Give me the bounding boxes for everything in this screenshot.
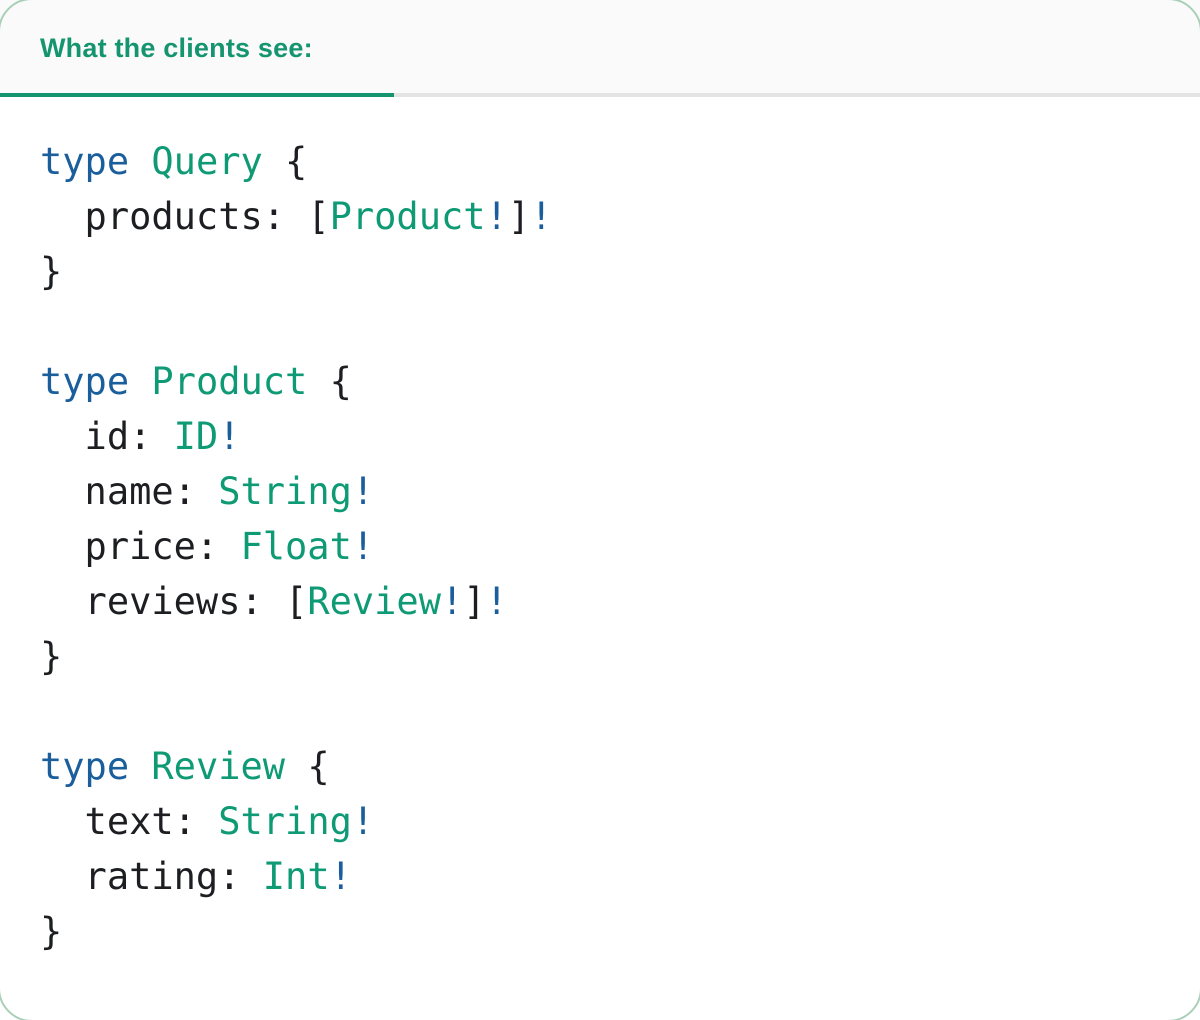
token-type: Float: [240, 525, 352, 568]
tab-bar-filler: [394, 0, 1200, 93]
token-bang: !: [329, 855, 352, 898]
code-line: [40, 299, 1160, 354]
token-plain: {: [307, 360, 352, 403]
tab-what-clients-see[interactable]: What the clients see:: [0, 0, 394, 97]
token-plain: products: [: [40, 195, 330, 238]
token-plain: }: [40, 250, 63, 293]
token-plain: id:: [40, 415, 174, 458]
schema-code: type Query { products: [Product!]!} type…: [40, 134, 1160, 959]
token-bang: !: [351, 800, 375, 843]
code-line: reviews: [Review!]!: [40, 574, 1160, 629]
token-keyword: type: [40, 140, 130, 183]
code-line: type Product {: [40, 354, 1160, 409]
code-line: id: ID!: [40, 409, 1160, 464]
token-type: ID: [173, 415, 219, 458]
token-type: Product: [151, 360, 308, 403]
token-type: String: [218, 800, 352, 843]
token-plain: ]: [507, 195, 531, 238]
token-plain: }: [40, 635, 63, 678]
token-plain: ]: [463, 580, 486, 623]
token-type: String: [218, 470, 352, 513]
code-line: type Review {: [40, 739, 1160, 794]
code-line: }: [40, 629, 1160, 684]
token-type: Review: [307, 580, 441, 623]
token-bang: !: [530, 195, 553, 238]
token-plain: rating:: [40, 855, 263, 898]
schema-code-block: type Query { products: [Product!]!} type…: [0, 97, 1200, 959]
token-bang: !: [485, 580, 508, 623]
token-plain: price:: [40, 525, 241, 568]
token-bang: !: [218, 415, 241, 458]
code-line: type Query {: [40, 134, 1160, 189]
code-line: }: [40, 244, 1160, 299]
token-type: Product: [329, 195, 486, 238]
token-bang: !: [485, 195, 508, 238]
token-plain: [129, 140, 151, 183]
token-keyword: type: [40, 360, 130, 403]
code-line: rating: Int!: [40, 849, 1160, 904]
token-keyword: type: [40, 745, 130, 788]
token-bang: !: [351, 525, 375, 568]
token-bang: !: [351, 470, 375, 513]
code-line: products: [Product!]!: [40, 189, 1160, 244]
token-type: Query: [151, 140, 263, 183]
code-line: text: String!: [40, 794, 1160, 849]
token-plain: reviews: [: [40, 580, 308, 623]
code-line: name: String!: [40, 464, 1160, 519]
token-plain: name:: [40, 470, 219, 513]
token-plain: }: [40, 910, 63, 953]
token-plain: {: [285, 745, 330, 788]
token-type: Int: [262, 855, 330, 898]
token-plain: text:: [40, 800, 219, 843]
token-plain: {: [262, 140, 308, 183]
tab-bar: What the clients see:: [0, 0, 1200, 97]
token-plain: [129, 360, 151, 403]
token-plain: [129, 745, 151, 788]
token-type: Review: [151, 745, 286, 788]
token-bang: !: [440, 580, 464, 623]
code-line: price: Float!: [40, 519, 1160, 574]
code-line: [40, 684, 1160, 739]
tab-label: What the clients see:: [40, 33, 313, 63]
code-line: }: [40, 904, 1160, 959]
